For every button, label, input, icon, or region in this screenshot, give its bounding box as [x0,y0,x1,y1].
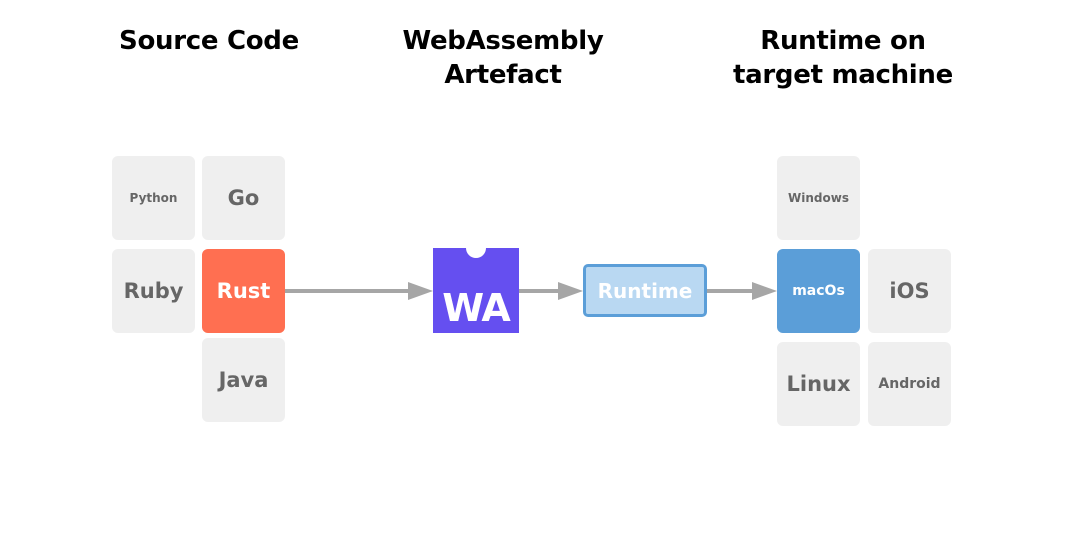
heading-line: Runtime on [760,26,926,56]
platform-tile-windows: Windows [777,156,860,240]
platform-tile-ios: iOS [868,249,951,333]
heading-line: Artefact [444,60,562,90]
language-tile-ruby: Ruby [112,249,195,333]
language-tile-python: Python [112,156,195,240]
heading-line: WebAssembly [402,26,604,56]
language-tile-go: Go [202,156,285,240]
runtime-box: Runtime [583,264,707,317]
heading-source-code-text: Source Code [119,26,299,56]
heading-runtime-target: Runtime on target machine [713,24,973,92]
platform-tile-linux: Linux [777,342,860,426]
heading-source-code: Source Code [109,24,309,58]
heading-line: target machine [733,60,953,90]
webassembly-logo-text: WA [442,286,511,330]
webassembly-logo: WA [433,248,519,333]
arrow-rust-to-wasm [285,282,433,300]
webassembly-logo-shape [433,248,519,333]
language-tile-java: Java [202,338,285,422]
heading-webassembly-artefact: WebAssembly Artefact [383,24,623,92]
platform-tile-android: Android [868,342,951,426]
arrow-runtime-to-macos [707,282,777,300]
language-tile-rust: Rust [202,249,285,333]
arrow-wasm-to-runtime [519,282,583,300]
platform-tile-macos: macOs [777,249,860,333]
